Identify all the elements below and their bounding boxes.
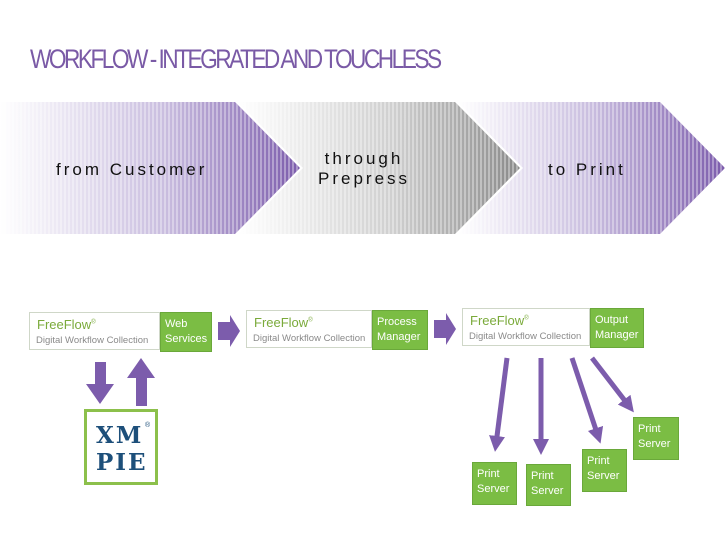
page-title: WORKFLOW - INTEGRATED AND TOUCHLESS <box>30 44 442 74</box>
web-services-module: Web Services <box>160 312 212 352</box>
print-server-3: Print Server <box>582 449 627 492</box>
arrow-down-xmpie <box>86 362 114 404</box>
freeflow-box-1: FreeFlow® Digital Workflow Collection <box>29 312 160 350</box>
freeflow-brand: FreeFlow® <box>37 317 96 332</box>
xmpie-logo-line2: PIE <box>96 449 148 476</box>
arrow-up-xmpie <box>127 358 155 406</box>
print-server-1: Print Server <box>472 462 517 505</box>
arrow-right-2 <box>434 313 456 345</box>
freeflow-subtitle: Digital Workflow Collection <box>469 331 582 342</box>
arrow-print-server-1 <box>489 357 510 452</box>
freeflow-subtitle: Digital Workflow Collection <box>36 335 149 346</box>
arrow-right-1 <box>218 315 240 347</box>
arrow-print-server-4 <box>590 356 634 413</box>
stage-chevrons <box>0 102 725 234</box>
stage-label-prepress: through Prepress <box>318 149 411 188</box>
print-server-2: Print Server <box>526 464 571 506</box>
xmpie-logo: XM ® PIE <box>84 409 158 485</box>
output-manager-module: Output Manager <box>590 308 644 348</box>
freeflow-box-3: FreeFlow® Digital Workflow Collection <box>462 308 590 346</box>
freeflow-brand: FreeFlow® <box>254 315 313 330</box>
xmpie-logo-line1: XM <box>96 422 144 449</box>
freeflow-brand: FreeFlow® <box>470 313 529 328</box>
xmpie-logo-reg: ® <box>145 422 151 429</box>
process-manager-module: Process Manager <box>372 310 428 350</box>
freeflow-box-2: FreeFlow® Digital Workflow Collection <box>246 310 372 348</box>
stage-label-customer: from Customer <box>56 160 208 179</box>
print-server-4: Print Server <box>633 417 679 460</box>
arrow-print-server-3 <box>569 357 604 444</box>
stage-label-print: to Print <box>548 160 626 179</box>
freeflow-subtitle: Digital Workflow Collection <box>253 333 366 344</box>
